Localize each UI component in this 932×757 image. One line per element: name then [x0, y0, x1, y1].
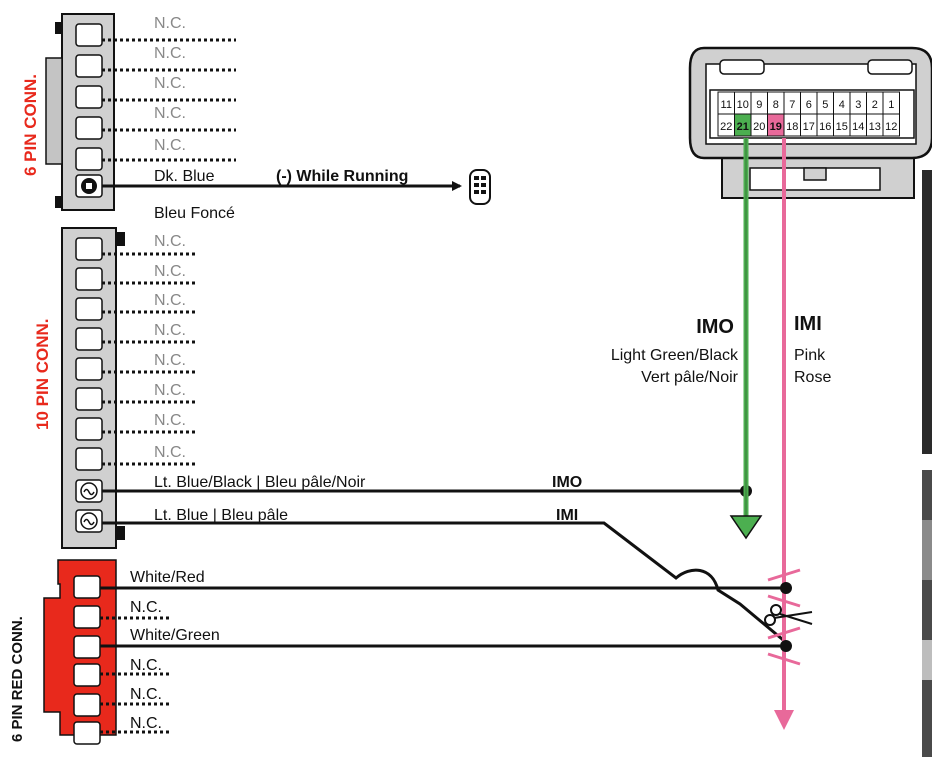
- ten-pin-connector: [61, 227, 125, 549]
- imo-title: IMO: [696, 316, 734, 338]
- vehicle-pin-number: 14: [852, 121, 864, 133]
- cut-mark-top-lower: [767, 594, 801, 608]
- imi-color-fr: Rose: [794, 369, 831, 386]
- imi-wire-tag: IMI: [556, 507, 578, 524]
- vehicle-pin-number: 9: [756, 99, 762, 111]
- white-red-splice-dot: [780, 582, 792, 594]
- vehicle-pin-number: 18: [786, 121, 798, 133]
- nc-label: N.C.: [130, 686, 162, 703]
- nc-label: N.C.: [154, 322, 186, 339]
- ten-pin-nc-leads: [102, 252, 196, 466]
- ten-pin-connector-title: 10 PIN CONN.: [33, 319, 52, 430]
- vehicle-pin-number: 21: [737, 121, 749, 133]
- cut-mark-bottom-lower: [767, 652, 801, 666]
- red-pin-terminals: [73, 575, 101, 745]
- vehicle-pin-cell: [882, 113, 900, 137]
- vehicle-pin-number: 8: [773, 99, 779, 111]
- six-pin-nc-leads: [102, 38, 236, 162]
- six-pin-terminals: [75, 23, 103, 198]
- vehicle-pin-number: 16: [819, 121, 831, 133]
- nc-label: N.C.: [130, 715, 162, 732]
- vehicle-pin-number: 2: [872, 99, 878, 111]
- nc-label: N.C.: [154, 412, 186, 429]
- cut-mark-bottom: [767, 626, 801, 640]
- scissors-icon: [764, 604, 813, 626]
- nc-label: N.C.: [154, 263, 186, 280]
- lt-blue-label: Lt. Blue | Bleu pâle: [154, 507, 288, 524]
- nc-label: N.C.: [154, 233, 186, 250]
- imi-title: IMI: [794, 313, 822, 335]
- remote-transmitter-icon: [469, 169, 491, 205]
- vehicle-pin-number: 19: [770, 121, 782, 133]
- dk-blue-label: Dk. Blue: [154, 168, 215, 185]
- vehicle-pin-number: 3: [855, 99, 861, 111]
- six-pin-connector-title: 6 PIN CONN.: [21, 74, 40, 176]
- imo-wire-tag: IMO: [552, 474, 582, 491]
- vehicle-pin-number: 20: [753, 121, 765, 133]
- white-green-splice-dot: [780, 640, 792, 652]
- vehicle-pin-number: 5: [822, 99, 828, 111]
- bleu-fonce-label: Bleu Foncé: [154, 205, 235, 222]
- vehicle-pin-number: 12: [885, 121, 897, 133]
- ten-pin-terminals: [75, 237, 103, 533]
- nc-label: N.C.: [154, 105, 186, 122]
- six-pin-connector: [45, 13, 115, 211]
- vehicle-pin-number: 13: [869, 121, 881, 133]
- vehicle-pin-number: 11: [721, 99, 732, 111]
- imo-arrow: [729, 515, 763, 540]
- nc-label: N.C.: [154, 382, 186, 399]
- imi-color-en: Pink: [794, 347, 826, 364]
- cut-mark-top: [767, 568, 801, 582]
- red-six-pin-connector-title: 6 PIN RED CONN.: [9, 616, 26, 742]
- nc-label: N.C.: [154, 444, 186, 461]
- imo-color-fr: Vert pâle/Noir: [641, 369, 739, 386]
- nc-label: N.C.: [154, 75, 186, 92]
- nc-label: N.C.: [154, 45, 186, 62]
- nc-label: N.C.: [154, 15, 186, 32]
- background-photo: [922, 170, 932, 757]
- white-red-label: White/Red: [130, 569, 205, 586]
- while-running-label: (-) While Running: [276, 168, 408, 185]
- nc-label: N.C.: [154, 292, 186, 309]
- imi-arrow: [774, 710, 794, 730]
- white-green-label: White/Green: [130, 627, 220, 644]
- vehicle-pin-number: 10: [737, 99, 749, 111]
- vehicle-pin-number: 7: [789, 99, 795, 111]
- vehicle-pin-number: 6: [806, 99, 812, 111]
- vehicle-pin-number: 15: [836, 121, 848, 133]
- vehicle-pin-number: 22: [720, 121, 732, 133]
- nc-label: N.C.: [154, 352, 186, 369]
- lt-blue-wire: [102, 521, 789, 646]
- vehicle-pin-number: 1: [888, 99, 894, 111]
- imo-color-en: Light Green/Black: [611, 347, 739, 364]
- nc-label: N.C.: [130, 657, 162, 674]
- red-nc-leads: [100, 616, 172, 734]
- lt-blue-black-label: Lt. Blue/Black | Bleu pâle/Noir: [154, 474, 366, 491]
- vehicle-pin-number: 17: [803, 121, 815, 133]
- red-six-pin-connector: [43, 559, 117, 745]
- nc-label: N.C.: [130, 599, 162, 616]
- vehicle-pin-number: 4: [839, 99, 845, 111]
- nc-label: N.C.: [154, 137, 186, 154]
